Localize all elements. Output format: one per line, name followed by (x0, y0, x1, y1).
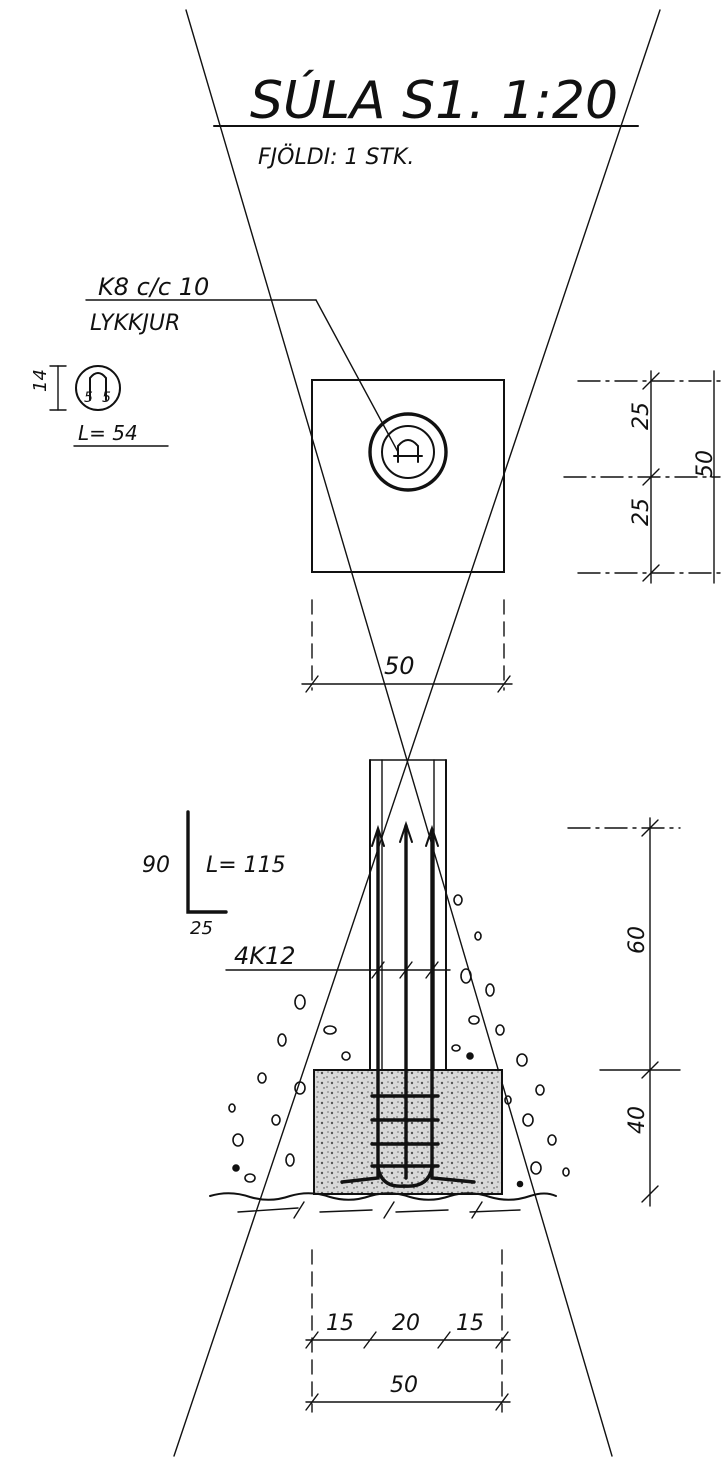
stirrup-label-group: K8 c/c 10 LYKKJUR (85, 273, 399, 453)
rebar-top-left-arrow (371, 824, 385, 847)
section-width-dim: 50 (384, 652, 415, 680)
section-core-inner (381, 425, 435, 479)
stirrup-inner-right: 5 (102, 390, 111, 406)
drawing-title: SÚLA S1. 1:20 (250, 69, 618, 131)
stirrup-length: L= 54 (78, 421, 138, 445)
stirrup-circle (75, 365, 121, 411)
ground-tick-3 (471, 1201, 483, 1219)
stirrup-label-line1: K8 c/c 10 (98, 273, 209, 301)
bottom-total-tick-left (305, 1393, 319, 1411)
bottom-total-tick-right (495, 1393, 509, 1411)
bottom-dim-center: 20 (392, 1311, 420, 1336)
section-width-tick-right (497, 675, 511, 693)
elevation-bottom-dims: 15 20 15 50 (305, 1249, 511, 1413)
ground-line-lower (237, 1207, 521, 1213)
main-bar-leader-tick-3 (425, 961, 439, 979)
rebar-left (340, 830, 380, 1184)
rebar-top-center-arrow (399, 820, 413, 843)
section-right-total: 50 (693, 450, 718, 478)
bottom-tick-3 (437, 1331, 451, 1349)
title-block: SÚLA S1. 1:20 FJÖLDI: 1 STK. (213, 69, 639, 170)
ground-line (209, 1192, 557, 1201)
bar-horizontal-dim: 25 (190, 918, 213, 939)
stirrup-leader-diagonal (315, 299, 399, 453)
section-right-dim-upper: 25 (629, 402, 654, 430)
ground-tick-1 (293, 1201, 305, 1219)
stirrup-inner-left: 5 (84, 390, 93, 406)
section-square (311, 379, 505, 573)
section-right-dims: 25 25 50 (563, 370, 721, 584)
guide-line-left (185, 9, 613, 1457)
elevation-right-dims: 60 40 (567, 817, 681, 1207)
section-dim-tick-3 (642, 564, 660, 582)
section-dim-tick-2 (642, 468, 660, 486)
section-core-outer (368, 412, 448, 492)
elevation-dim-upper: 60 (625, 926, 650, 954)
bar-bend-shape (186, 810, 228, 914)
guide-line-right (173, 9, 661, 1457)
main-bar-leader-tick-1 (371, 961, 385, 979)
bottom-tick-1 (305, 1331, 319, 1349)
bottom-tick-4 (495, 1331, 509, 1349)
section-right-dim-lower: 25 (629, 498, 654, 526)
rebar-top-right-arrow (425, 824, 439, 847)
main-bar-leader-tick-2 (399, 961, 413, 979)
column-elevation: 4K12 (209, 759, 570, 1219)
bottom-dim-total: 50 (390, 1373, 418, 1398)
bottom-dim-left: 15 (326, 1311, 354, 1336)
bottom-tick-2 (363, 1331, 377, 1349)
bar-length: L= 115 (206, 853, 286, 878)
section-width-tick-left (305, 675, 319, 693)
section-dim-tick-1 (642, 372, 660, 390)
column-section: 50 (301, 379, 513, 693)
stirrup-height-dim: 14 (30, 369, 51, 392)
stirrup-hook (89, 372, 107, 401)
bottom-dim-right: 15 (456, 1311, 484, 1336)
gravel-fill (228, 894, 570, 1188)
rebar-hook-bottom (376, 1166, 434, 1188)
elev-dim-tick-top (641, 819, 659, 837)
footing-concrete (313, 1069, 503, 1195)
guide-lines (173, 9, 661, 1457)
elevation-dim-lower: 40 (625, 1106, 650, 1134)
bar-bend-detail: 90 25 L= 115 (142, 810, 286, 939)
bar-vertical-dim: 90 (142, 853, 170, 878)
ground-tick-2 (383, 1201, 395, 1219)
elev-dim-tick-bottom (641, 1185, 659, 1203)
main-bar-label: 4K12 (234, 942, 296, 970)
rebar-right (430, 828, 476, 1184)
section-core-bars (393, 439, 423, 463)
stirrup-detail: 14 5 5 L= 54 (30, 365, 169, 447)
stirrup-label-line2: LYKKJUR (90, 311, 180, 336)
drawing-subtitle: FJÖLDI: 1 STK. (258, 144, 414, 170)
